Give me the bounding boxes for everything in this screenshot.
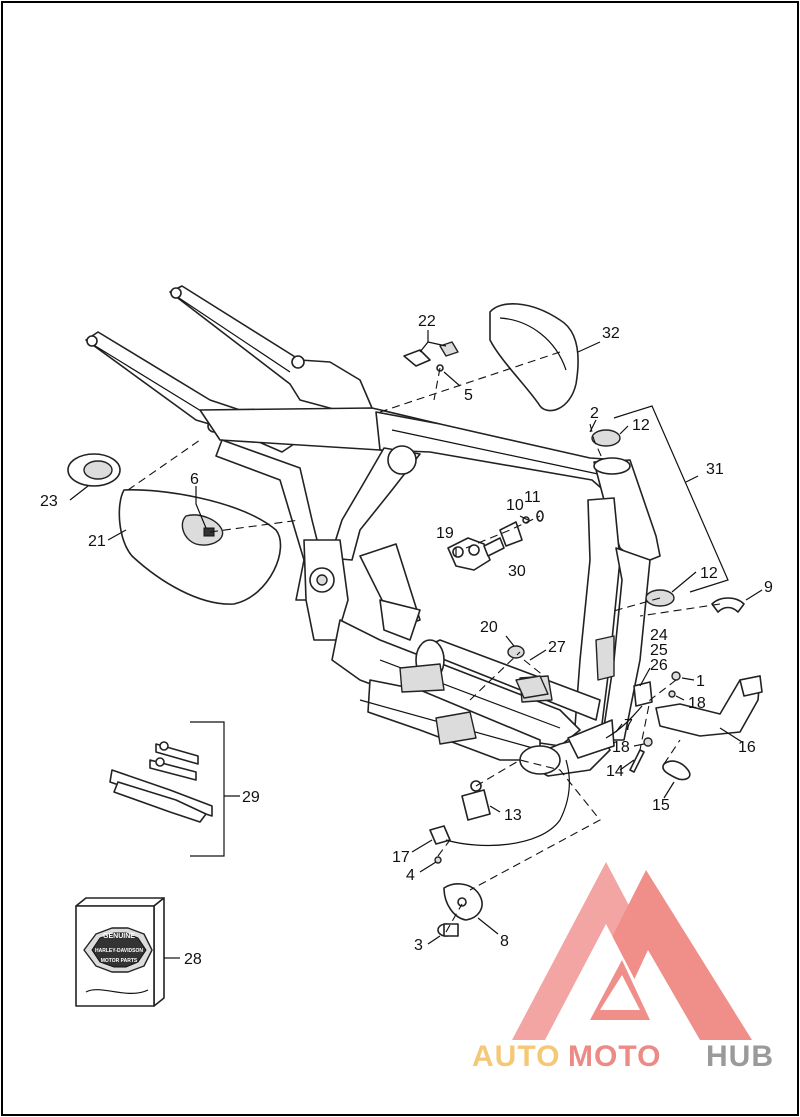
part-27-bracket: [515, 675, 549, 699]
callout-17: 17: [392, 849, 410, 866]
part-1-fastener: [671, 671, 681, 681]
callout-16: 16: [738, 739, 756, 756]
part-30-ignition: [447, 510, 544, 571]
callout-13: 13: [504, 807, 522, 824]
callout-11: 11: [524, 489, 541, 506]
frame-illustration: [85, 285, 661, 777]
callout-21: 21: [88, 533, 106, 550]
callout-32: 32: [602, 325, 620, 342]
callout-1: 1: [696, 673, 705, 690]
callout-18b: 18: [612, 739, 630, 756]
callout-12b: 12: [700, 565, 718, 582]
callout-25: 25: [650, 642, 668, 659]
callout-15: 15: [652, 797, 670, 814]
callout-27: 27: [548, 639, 566, 656]
part-13-switch: [461, 780, 491, 821]
watermark-moto: MOTO: [568, 1040, 661, 1073]
callout-30: 30: [508, 563, 526, 580]
callout-23: 23: [40, 493, 58, 510]
part-16-sidestand: [655, 675, 763, 737]
part-3-stud: [437, 923, 459, 937]
callout-9: 9: [764, 579, 773, 596]
watermark-hub: HUB: [706, 1040, 774, 1073]
callout-2: 2: [590, 405, 599, 422]
callout-18a: 18: [688, 695, 706, 712]
bracket-29: [190, 721, 240, 857]
callout-26: 26: [650, 657, 668, 674]
part-14-pin: [629, 749, 645, 773]
part-32-cover: [489, 303, 579, 412]
callout-19: 19: [436, 525, 454, 542]
part-18-washer-a: [668, 690, 676, 698]
callout-3: 3: [414, 937, 423, 954]
callout-24: 24: [650, 627, 668, 644]
watermark-logo: [512, 862, 752, 1040]
callout-31: 31: [706, 461, 724, 478]
callout-20: 20: [480, 619, 498, 636]
package-label-line1: GENUINE: [103, 933, 135, 940]
part-29-toolkit: [109, 741, 213, 823]
part-4-screw: [434, 856, 442, 864]
part-18-washer-b: [643, 737, 653, 747]
part-24-sensor: [605, 681, 653, 739]
watermark-auto: AUTO: [472, 1040, 560, 1073]
callout-7: 7: [624, 717, 633, 734]
leader-lines: [69, 330, 763, 959]
callout-29: 29: [242, 789, 260, 806]
package-label-line2: HARLEY-DAVIDSON: [95, 948, 143, 954]
callout-14: 14: [606, 763, 624, 780]
part-21-cover: [118, 488, 282, 605]
callout-6: 6: [190, 471, 199, 488]
part-8-bracket: [443, 883, 483, 921]
callout-4: 4: [406, 867, 415, 884]
callout-8: 8: [500, 933, 509, 950]
part-15-spring: [662, 760, 691, 781]
bracket-31: [613, 405, 729, 593]
callout-22: 22: [418, 313, 436, 330]
callout-28: 28: [184, 951, 202, 968]
package-label-line3: MOTOR PARTS: [101, 958, 138, 964]
assembly-lines: [127, 351, 721, 933]
part-9-clamp: [711, 597, 745, 613]
part-12-cup-upper: [591, 429, 621, 447]
callout-12a: 12: [632, 417, 650, 434]
callout-5: 5: [464, 387, 473, 404]
callout-10: 10: [506, 497, 524, 514]
part-20-grommet: [507, 645, 525, 659]
callouts: 1 2 3 4 5 6 7 8 9 10 11 12 12 13 14 15 1…: [40, 313, 773, 968]
part-28-touchup-package: [75, 897, 165, 1007]
part-23-cap: [67, 453, 121, 487]
